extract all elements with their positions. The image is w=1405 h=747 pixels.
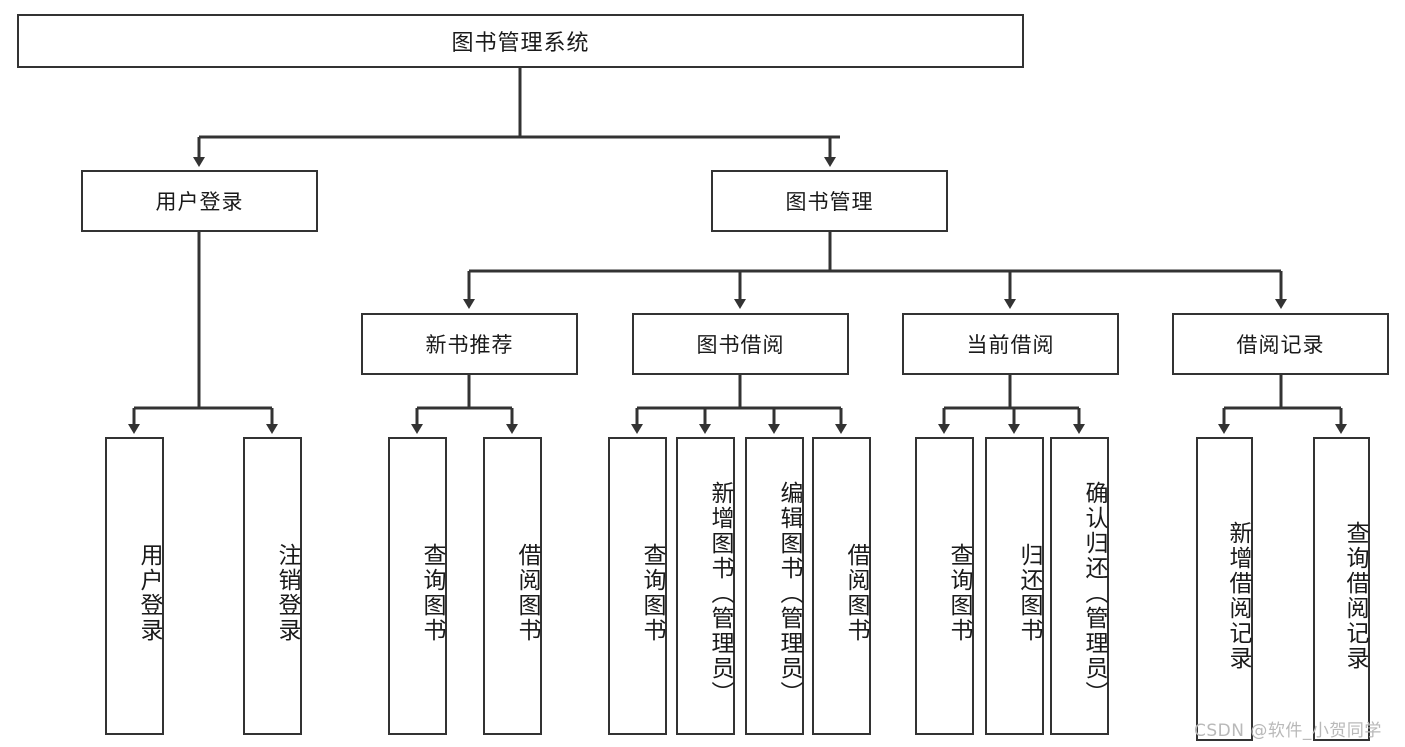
leaf-query-book-new-recommend[interactable]: 查询图书 <box>388 437 447 735</box>
node-label: 图书管理 <box>785 190 874 214</box>
leaf-add-borrow-record[interactable]: 新增借阅记录 <box>1196 437 1253 741</box>
node-label: 图书借阅 <box>696 333 785 357</box>
node-label: 借阅记录 <box>1236 333 1325 357</box>
node-book-borrow[interactable]: 图书借阅 <box>632 313 849 375</box>
node-label: 确认归还（管理员） <box>1081 480 1107 706</box>
node-book-management[interactable]: 图书管理 <box>711 170 948 232</box>
node-label: 借阅图书 <box>514 543 540 643</box>
leaf-borrow-book-new-recommend[interactable]: 借阅图书 <box>483 437 542 735</box>
leaf-user-login[interactable]: 用户登录 <box>105 437 164 735</box>
node-label: 新书推荐 <box>425 333 514 357</box>
leaf-query-borrow-record[interactable]: 查询借阅记录 <box>1313 437 1370 741</box>
node-label: 查询图书 <box>946 543 972 643</box>
leaf-logout-login[interactable]: 注销登录 <box>243 437 302 735</box>
node-new-book-recommend[interactable]: 新书推荐 <box>361 313 578 375</box>
node-label: 归还图书 <box>1016 543 1042 643</box>
leaf-edit-book-admin[interactable]: 编辑图书（管理员） <box>745 437 804 735</box>
node-borrow-record[interactable]: 借阅记录 <box>1172 313 1389 375</box>
node-label: 当前借阅 <box>966 333 1055 357</box>
node-label: 编辑图书（管理员） <box>776 480 802 706</box>
leaf-confirm-return-admin[interactable]: 确认归还（管理员） <box>1050 437 1109 735</box>
leaf-borrow-book-borrow[interactable]: 借阅图书 <box>812 437 871 735</box>
csdn-watermark: CSDN @软件_小贺同学 <box>1194 721 1382 741</box>
node-book-management-system[interactable]: 图书管理系统 <box>17 14 1024 68</box>
node-label: 用户登录 <box>155 190 244 214</box>
node-user-login[interactable]: 用户登录 <box>81 170 318 232</box>
leaf-add-book-admin[interactable]: 新增图书（管理员） <box>676 437 735 735</box>
node-label: 图书管理系统 <box>451 31 590 56</box>
node-label: 新增借阅记录 <box>1225 521 1251 671</box>
leaf-query-book-current[interactable]: 查询图书 <box>915 437 974 735</box>
node-label: 新增图书（管理员） <box>707 480 733 706</box>
node-label: 借阅图书 <box>843 543 869 643</box>
node-label: 查询图书 <box>639 543 665 643</box>
node-label: 查询借阅记录 <box>1342 521 1368 671</box>
node-label: 用户登录 <box>136 543 162 643</box>
leaf-return-book[interactable]: 归还图书 <box>985 437 1044 735</box>
leaf-query-book-borrow[interactable]: 查询图书 <box>608 437 667 735</box>
node-label: 查询图书 <box>419 543 445 643</box>
node-label: 注销登录 <box>274 543 300 643</box>
node-current-borrow[interactable]: 当前借阅 <box>902 313 1119 375</box>
